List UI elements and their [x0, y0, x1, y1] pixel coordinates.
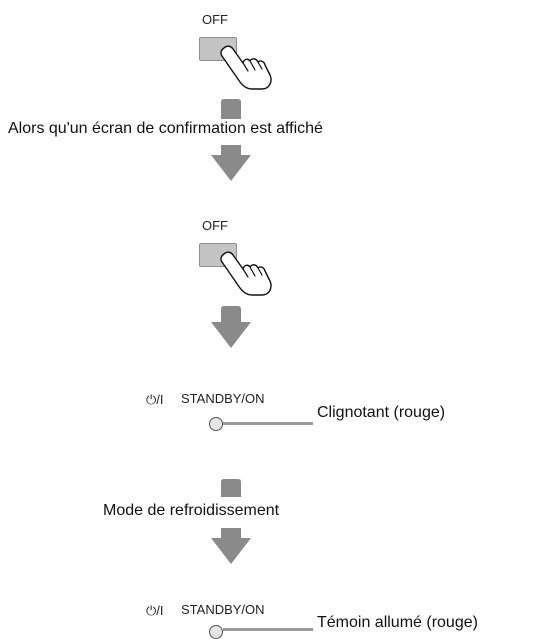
condition-text: Alors qu'un écran de confirmation est af… — [8, 120, 323, 137]
flow-arrow-3-bottom — [211, 528, 251, 564]
standby-led-1 — [209, 417, 223, 431]
off-label-1: OFF — [202, 12, 228, 27]
flow-arrow-1-bottom — [211, 145, 251, 181]
mode-text: Mode de refroidissement — [103, 502, 280, 519]
leader-line-1 — [223, 422, 313, 425]
off-label-2: OFF — [202, 218, 228, 233]
status-text-blinking: Clignotant (rouge) — [317, 404, 446, 421]
power-symbol-1: ⏻/I — [146, 392, 164, 407]
flow-arrow-2 — [211, 306, 251, 348]
standby-on-label-2: STANDBY/ON — [181, 602, 265, 617]
power-symbol-2: ⏻/I — [146, 603, 164, 618]
status-text-lit: Témoin allumé (rouge) — [317, 614, 478, 631]
standby-on-label-1: STANDBY/ON — [181, 391, 265, 406]
pointing-hand-icon — [220, 251, 272, 296]
leader-line-2 — [223, 628, 313, 631]
flow-arrow-3-top — [221, 479, 241, 497]
flow-arrow-1-top — [221, 99, 241, 119]
pointing-hand-icon — [220, 45, 272, 90]
standby-led-2 — [209, 625, 223, 639]
